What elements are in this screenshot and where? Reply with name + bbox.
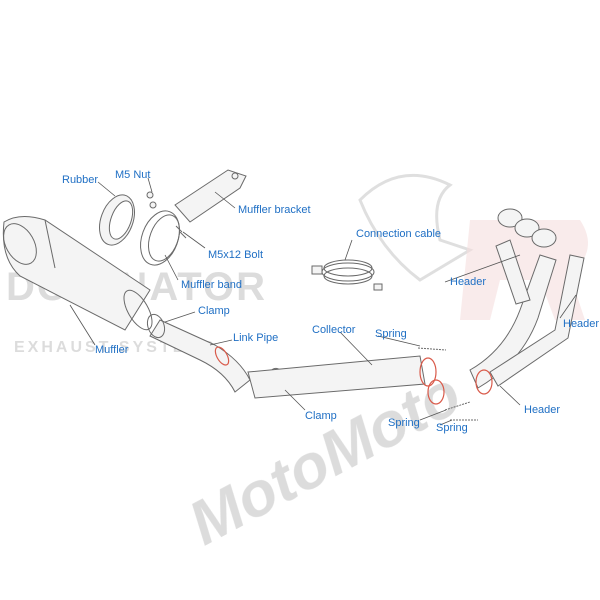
collector-part (247, 355, 445, 405)
header-part (469, 208, 585, 395)
label-rubber: Rubber (62, 174, 98, 186)
label-connection-cable: Connection cable (356, 228, 441, 240)
muffler-bracket-part (174, 169, 247, 223)
rubber-part (99, 194, 135, 246)
label-clamp-bottom: Clamp (305, 410, 337, 422)
watermark-tagline: EXHAUST SYSTEMS (14, 339, 216, 356)
label-spring-left: Spring (388, 417, 420, 429)
leader-lines (69, 177, 577, 426)
connection-cable-part (311, 259, 383, 291)
spring-parts (417, 347, 478, 421)
label-muffler-bracket: Muffler bracket (238, 204, 311, 216)
label-link-pipe: Link Pipe (233, 332, 278, 344)
link-pipe-part (149, 319, 251, 393)
label-clamp-top: Clamp (198, 305, 230, 317)
label-header-right: Header (563, 318, 599, 330)
label-header-top: Header (450, 276, 486, 288)
part-labels: Rubber M5 Nut Muffler bracket Connection… (62, 169, 599, 434)
label-muffler-band: Muffler band (181, 279, 242, 291)
muffler-band-part (140, 210, 181, 266)
label-header-bottom: Header (524, 404, 560, 416)
watermark-emblem (358, 173, 474, 282)
watermark-r-mark (460, 220, 588, 320)
m5x12-bolt-part (175, 225, 187, 239)
label-spring-right: Spring (436, 422, 468, 434)
label-muffler: Muffler (95, 344, 129, 356)
label-spring-top: Spring (375, 328, 407, 340)
label-m5-nut: M5 Nut (115, 169, 150, 181)
label-m5x12-bolt: M5x12 Bolt (208, 249, 263, 261)
clamp-top-part (146, 313, 166, 339)
label-collector: Collector (312, 324, 356, 336)
m5-nut-part (146, 191, 157, 209)
muffler-part (2, 216, 153, 331)
